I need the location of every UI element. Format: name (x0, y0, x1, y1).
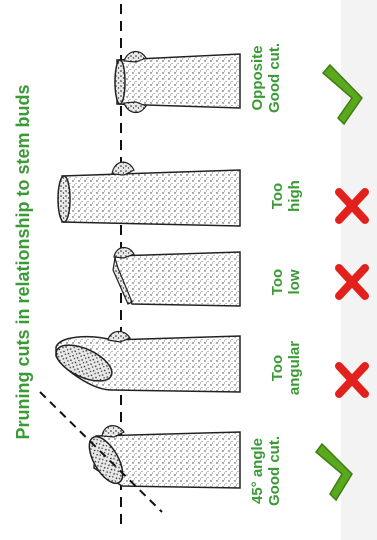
label-line: angular (286, 313, 303, 423)
diagram-title: Pruning cuts in relationship to stem bud… (10, 17, 36, 507)
cross-icon (339, 366, 365, 394)
stem-too-high (58, 162, 240, 226)
label-line: Good cut. (266, 416, 283, 526)
label-line: Opposite (249, 23, 266, 133)
label-line: Good cut. (266, 23, 283, 133)
cross-icon (339, 192, 365, 220)
label-line: 45° angle (249, 416, 266, 526)
label-too-angular: Too angular (269, 313, 305, 423)
label-45-angle: 45° angle Good cut. (249, 416, 285, 526)
check-icon (323, 65, 362, 124)
check-icon (316, 444, 352, 500)
stem-too-angular (51, 331, 240, 392)
label-opposite: Opposite Good cut. (249, 23, 285, 133)
cross-icon (339, 268, 365, 296)
stem-opposite (115, 52, 240, 113)
label-line: Too (269, 313, 286, 423)
stem-too-low (113, 248, 240, 306)
stem-45-angle (40, 392, 240, 512)
